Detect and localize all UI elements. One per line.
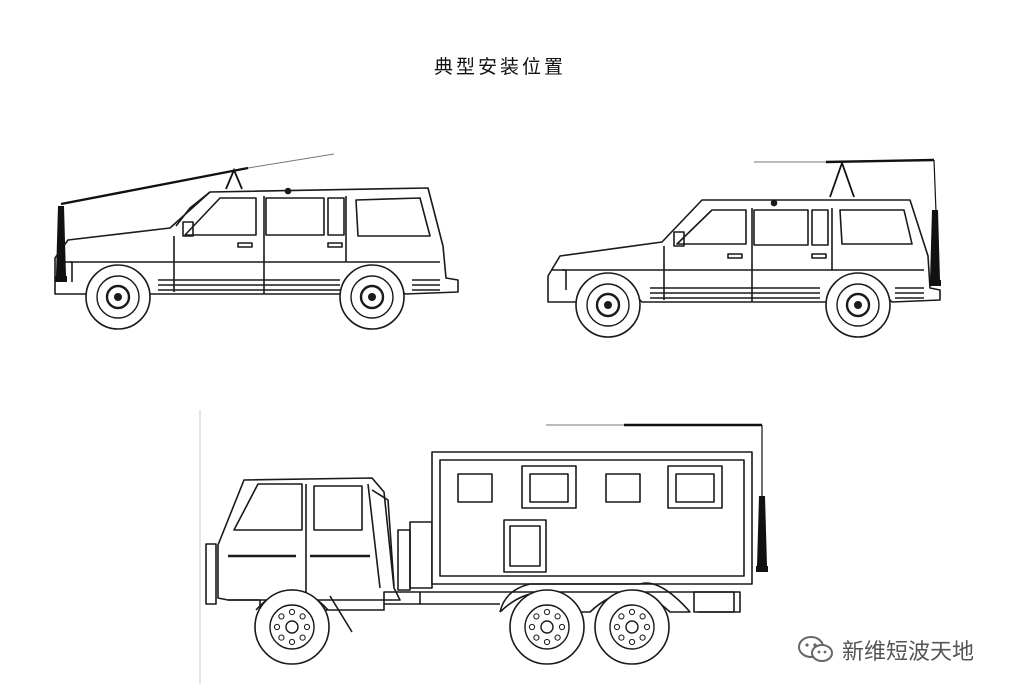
truck-antenna — [546, 423, 768, 572]
shelter-box — [431, 451, 753, 585]
page-title: 典型安装位置 — [433, 56, 566, 78]
cab-rear-window — [313, 485, 363, 531]
suv1-rear-wheel — [338, 263, 406, 331]
truck-front-wheel — [254, 589, 330, 665]
shelter-window-1 — [457, 473, 493, 503]
suv2-antenna — [754, 158, 941, 286]
shelter-door — [503, 519, 547, 573]
shelter-window-4 — [667, 465, 723, 509]
cab-front-window — [233, 483, 303, 531]
suv-front-mount — [54, 187, 459, 295]
shelter-window-2 — [521, 465, 577, 509]
suv2-front-wheel — [574, 271, 642, 339]
wechat-icon — [798, 636, 833, 662]
watermark: 新维短波天地 — [796, 632, 974, 668]
front-window — [184, 197, 257, 236]
truck-rear-wheel — [594, 589, 670, 665]
suv1-front-wheel — [84, 263, 152, 331]
watermark-text: 新维短波天地 — [842, 640, 975, 665]
shelter-truck — [199, 410, 753, 684]
suv2-rear-wheel — [824, 271, 892, 339]
suv1-antenna — [55, 153, 335, 282]
shelter-window-3 — [605, 473, 641, 503]
truck-middle-wheel — [509, 589, 585, 665]
rear-door-window — [265, 197, 325, 236]
rear-side-window — [355, 197, 431, 237]
